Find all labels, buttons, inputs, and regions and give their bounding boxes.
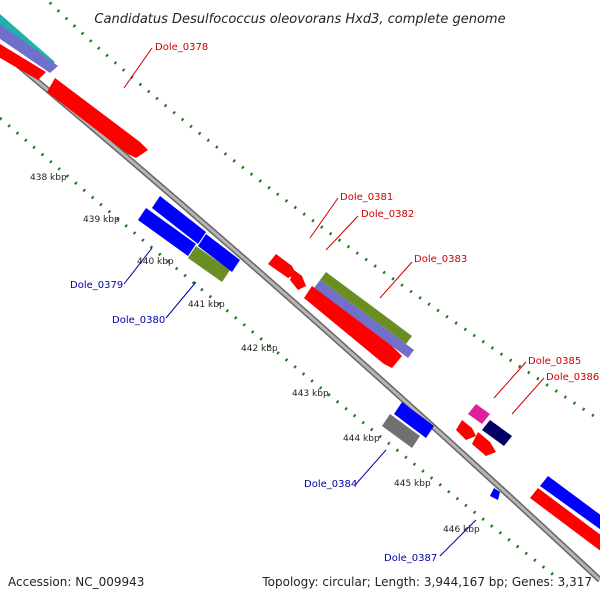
- leader-0385: [493, 361, 527, 399]
- gene-red-topleft[interactable]: [0, 44, 46, 80]
- scale-ticks: 438 kbp 439 kbp 440 kbp 441 kbp 442 kbp …: [30, 173, 480, 535]
- leader-0383: [379, 261, 413, 299]
- label-dole-0386[interactable]: Dole_0386: [546, 372, 599, 383]
- gene-dole-0384[interactable]: [382, 414, 420, 448]
- gene-dole-0378[interactable]: [47, 78, 148, 158]
- gene-dole-0379[interactable]: [152, 196, 206, 244]
- tick-438: 438 kbp: [30, 173, 67, 183]
- label-dole-0381[interactable]: Dole_0381: [340, 192, 393, 203]
- gene-dole-0382[interactable]: [290, 270, 306, 290]
- label-leaders: [123, 47, 545, 557]
- gene-red-bottomright[interactable]: [530, 488, 600, 552]
- gene-dole-0383-red[interactable]: [304, 286, 402, 368]
- inner-dot-ring: [0, 116, 561, 582]
- label-dole-0379[interactable]: Dole_0379: [70, 280, 123, 291]
- tick-446: 446 kbp: [443, 525, 480, 535]
- gene-purple-topleft[interactable]: [0, 24, 58, 73]
- label-dole-0383[interactable]: Dole_0383: [414, 254, 467, 265]
- leader-0380: [165, 281, 197, 319]
- label-dole-0384[interactable]: Dole_0384: [304, 479, 357, 490]
- gene-dole-0384-blue[interactable]: [394, 402, 434, 438]
- accession-text: Accession: NC_009943: [8, 575, 144, 589]
- gene-labels: Dole_0378 Dole_0381 Dole_0382 Dole_0383 …: [70, 42, 599, 564]
- gene-blue-near-0380[interactable]: [198, 234, 240, 272]
- label-dole-0380[interactable]: Dole_0380: [112, 315, 165, 326]
- gene-dole-0386[interactable]: [482, 420, 512, 446]
- gene-dole-0381[interactable]: [268, 254, 296, 278]
- leader-0384: [355, 449, 387, 485]
- leader-0382: [325, 215, 359, 251]
- tick-442: 442 kbp: [241, 344, 278, 354]
- leader-0378: [123, 47, 153, 89]
- leader-0381: [309, 197, 339, 239]
- label-dole-0387[interactable]: Dole_0387: [384, 553, 437, 564]
- label-dole-0378[interactable]: Dole_0378: [155, 42, 208, 53]
- label-dole-0385[interactable]: Dole_0385: [528, 356, 581, 367]
- gene-red-near-0386[interactable]: [472, 432, 496, 456]
- plus-strand-genes: [0, 14, 600, 552]
- leader-0379: [123, 247, 153, 285]
- topology-text: Topology: circular; Length: 3,944,167 bp…: [261, 575, 592, 589]
- gene-dole-0383-purple[interactable]: [314, 280, 414, 358]
- gene-red-near-0385[interactable]: [456, 420, 476, 440]
- outer-dot-ring: [44, 0, 600, 422]
- genome-backbone-highlight: [0, 48, 600, 582]
- minus-strand-genes: [138, 196, 500, 500]
- gene-blue-bottomright[interactable]: [540, 476, 600, 532]
- leader-0386: [511, 377, 545, 415]
- leader-0387: [439, 519, 477, 557]
- genome-backbone: [0, 47, 600, 583]
- gene-dole-0387[interactable]: [490, 488, 500, 500]
- tick-440: 440 kbp: [137, 257, 174, 267]
- tick-441: 441 kbp: [188, 300, 225, 310]
- gene-dole-0379-lower[interactable]: [138, 208, 196, 256]
- tick-443: 443 kbp: [292, 389, 329, 399]
- label-dole-0382[interactable]: Dole_0382: [361, 209, 414, 220]
- gene-dole-0380[interactable]: [188, 246, 230, 282]
- tick-439: 439 kbp: [83, 215, 120, 225]
- tick-445: 445 kbp: [394, 479, 431, 489]
- gene-dole-0383-green[interactable]: [320, 272, 412, 344]
- tick-444: 444 kbp: [343, 434, 380, 444]
- map-title: Candidatus Desulfococcus oleovorans Hxd3…: [94, 12, 505, 27]
- gene-dole-0385[interactable]: [468, 404, 490, 424]
